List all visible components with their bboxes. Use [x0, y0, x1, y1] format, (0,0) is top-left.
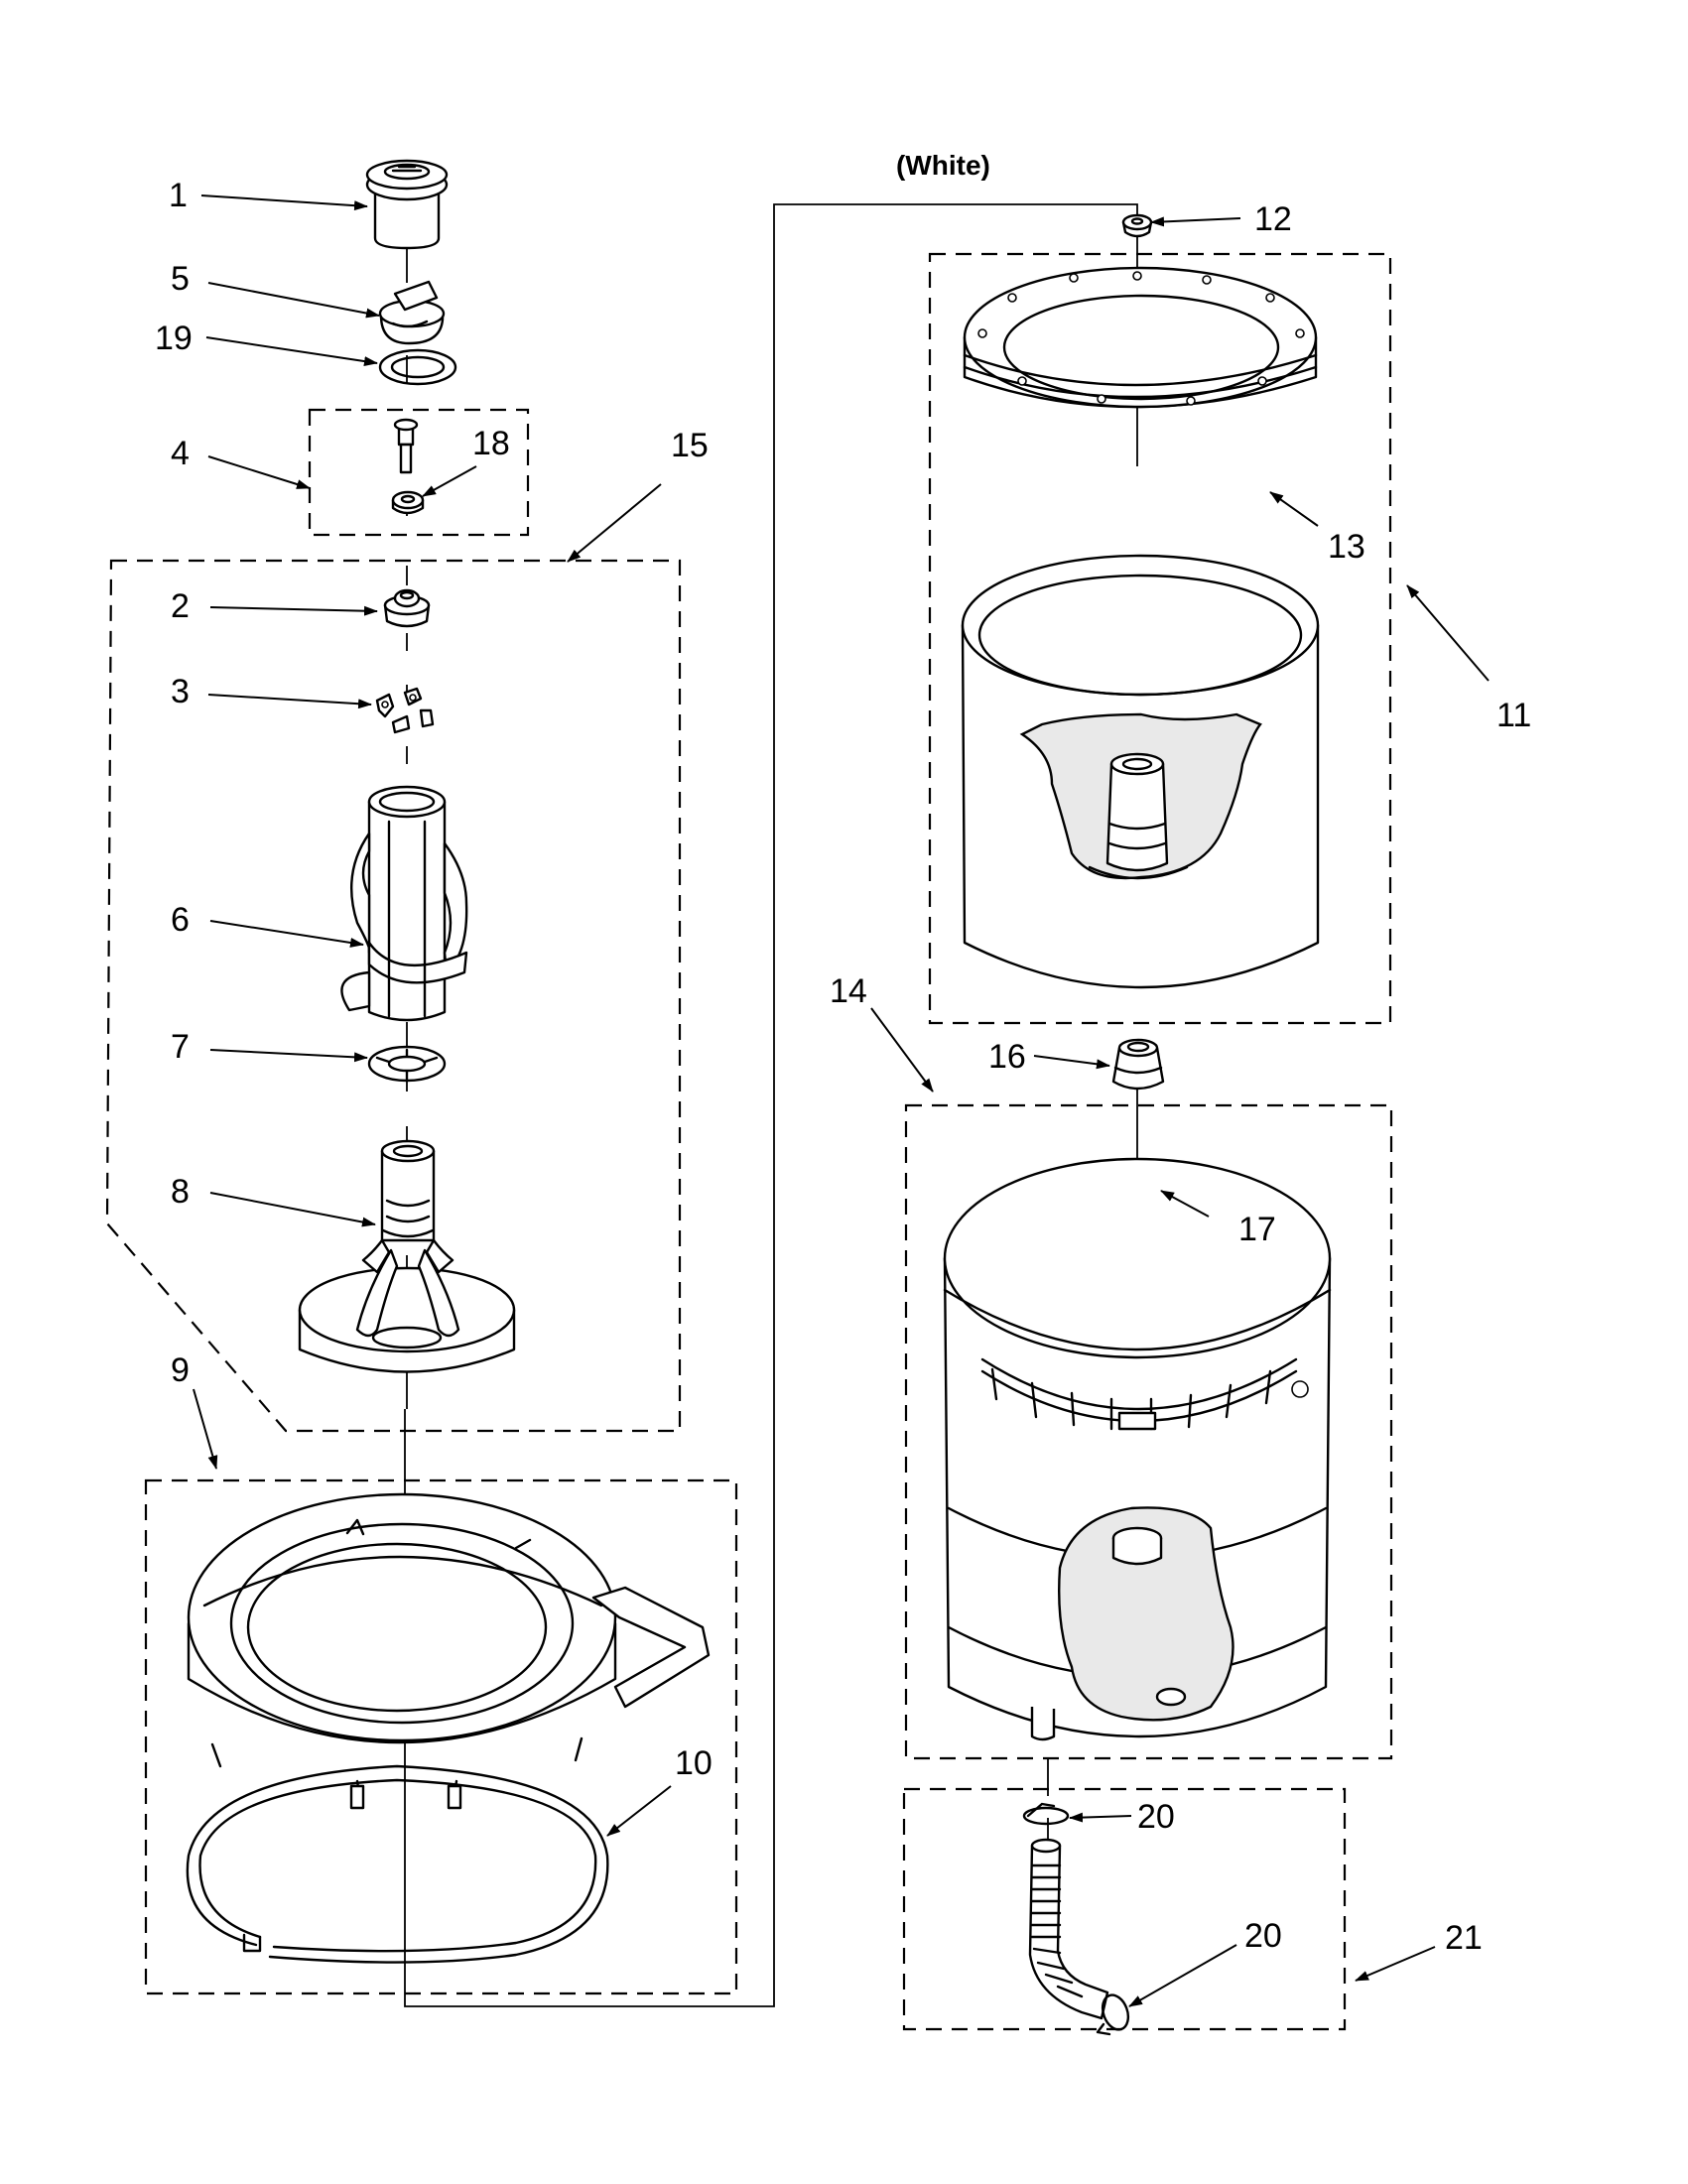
wire-routing-line	[404, 203, 1138, 2007]
callout-8: 8	[171, 1173, 190, 1211]
group-box-11	[928, 252, 1392, 1025]
part-20-clamp-bottom	[1096, 1993, 1130, 2036]
callout-16: 16	[988, 1038, 1026, 1076]
callout-19: 19	[155, 320, 193, 357]
part-11-basket	[961, 554, 1320, 989]
callout-18: 18	[472, 425, 510, 462]
part-18-washer	[391, 490, 425, 515]
part-1-agitator-cap	[365, 159, 449, 250]
part-10-snap-ring	[186, 1764, 609, 1964]
group-box-21	[902, 1787, 1347, 2031]
part-3-dogs	[375, 687, 435, 734]
callout-11: 11	[1496, 697, 1531, 734]
callout-12: 12	[1254, 200, 1292, 238]
part-2-adapter	[383, 588, 431, 628]
group-box-15	[105, 559, 682, 1433]
part-16-hub	[1111, 1038, 1165, 1091]
part-20-clamp-top	[1022, 1802, 1070, 1826]
callout-14: 14	[830, 972, 867, 1010]
callout-3: 3	[171, 673, 190, 710]
part-14-outer-tub	[943, 1157, 1332, 1741]
callout-2: 2	[171, 587, 190, 625]
leader-lines	[193, 194, 1490, 2007]
group-box-14	[904, 1103, 1393, 1760]
callout-20-bottom: 20	[1244, 1917, 1282, 1955]
part-9-tub-ring	[187, 1492, 711, 1810]
callout-17: 17	[1238, 1211, 1276, 1248]
part-12-nut	[1121, 213, 1153, 238]
part-5-cam	[378, 280, 446, 345]
part-4-bolt	[393, 418, 419, 474]
callout-7: 7	[171, 1028, 190, 1066]
part-13-balance-ring	[963, 266, 1318, 409]
part-7-bearing	[367, 1045, 447, 1083]
callout-10: 10	[675, 1744, 713, 1782]
color-note: (White)	[896, 150, 990, 181]
part-19-ring	[378, 348, 457, 386]
callout-4: 4	[171, 435, 190, 472]
callout-20-top: 20	[1137, 1798, 1175, 1836]
part-8-agitator-base	[298, 1139, 516, 1373]
callout-9: 9	[171, 1351, 190, 1389]
callout-15: 15	[671, 427, 709, 464]
callout-13: 13	[1328, 528, 1365, 566]
group-box-9	[144, 1478, 738, 1995]
callout-6: 6	[171, 901, 190, 939]
callout-21: 21	[1445, 1919, 1483, 1957]
part-6-auger	[340, 785, 468, 1022]
callout-1: 1	[169, 177, 188, 214]
group-box-4	[308, 408, 530, 537]
callout-5: 5	[171, 260, 190, 298]
part-21-drain-hose	[1028, 1838, 1109, 2020]
